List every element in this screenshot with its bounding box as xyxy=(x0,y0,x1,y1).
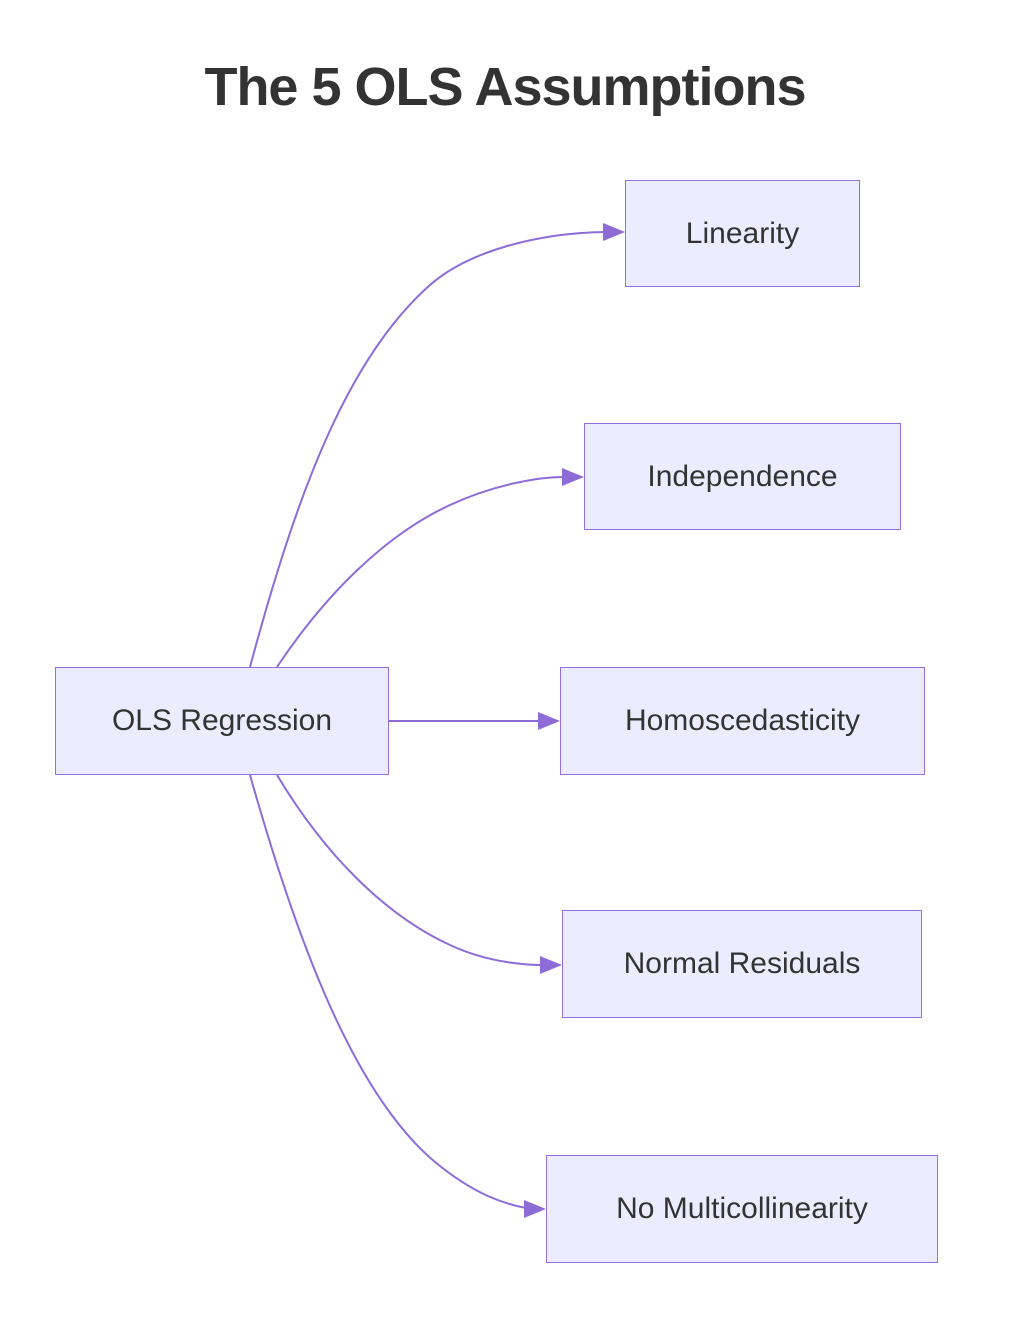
edge-ols-linearity xyxy=(249,231,606,668)
node-ols-regression: OLS Regression xyxy=(55,667,389,775)
node-normal-residuals: Normal Residuals xyxy=(562,910,922,1018)
edge-ols-normal-residuals xyxy=(276,774,543,967)
arrowhead-homoscedasticity-icon xyxy=(538,712,560,730)
node-independence: Independence xyxy=(584,423,901,530)
arrowhead-linearity-icon xyxy=(603,223,625,241)
node-homoscedasticity-label: Homoscedasticity xyxy=(624,704,861,737)
arrowhead-normal-residuals-icon xyxy=(540,956,562,974)
node-linearity-label: Linearity xyxy=(685,216,800,250)
edge-ols-no-multicollinearity xyxy=(249,774,527,1209)
diagram-title: The 5 OLS Assumptions xyxy=(204,57,806,117)
node-independence-label: Independence xyxy=(647,459,838,493)
node-linearity: Linearity xyxy=(625,180,860,287)
arrowhead-no-multicollinearity-icon xyxy=(524,1200,546,1218)
node-no-multicollinearity: No Multicollinearity xyxy=(546,1155,938,1263)
arrowhead-independence-icon xyxy=(562,468,584,486)
node-ols-regression-label: OLS Regression xyxy=(111,704,333,737)
node-no-multicollinearity-label: No Multicollinearity xyxy=(616,1192,868,1225)
edge-ols-independence xyxy=(276,476,565,668)
node-normal-residuals-label: Normal Residuals xyxy=(623,947,861,980)
node-homoscedasticity: Homoscedasticity xyxy=(560,667,925,775)
